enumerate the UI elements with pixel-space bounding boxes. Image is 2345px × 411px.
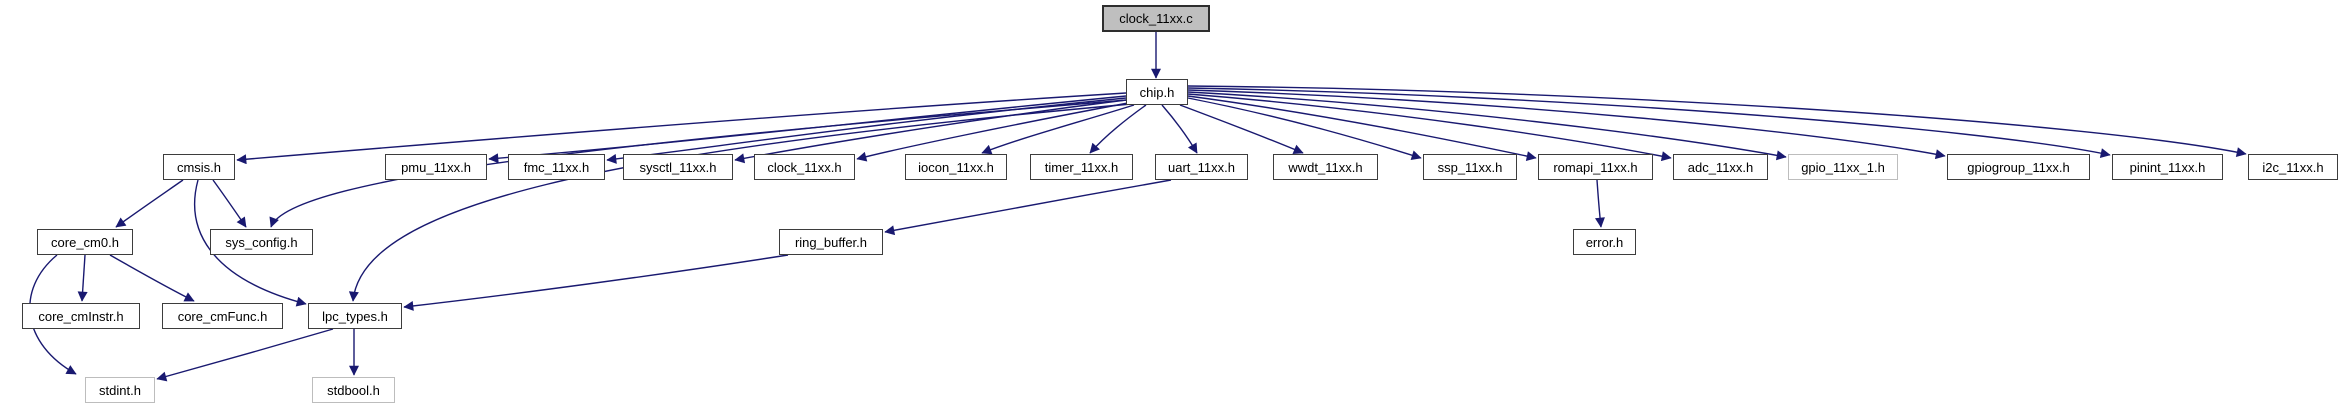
node-adc_11xx_h[interactable]: adc_11xx.h <box>1673 154 1768 180</box>
edge-romapi_11xx_h-to-error_h <box>1595 179 1605 228</box>
edge-chip_h-to-i2c_11xx_h <box>1187 85 2247 158</box>
edge-cmsis_h-to-sys_config_h <box>212 179 247 228</box>
edge-chip_h-to-pinint_11xx_h <box>1187 87 2111 158</box>
node-iocon_11xx_h[interactable]: iocon_11xx.h <box>905 154 1007 180</box>
node-uart_11xx_h[interactable]: uart_11xx.h <box>1155 154 1248 180</box>
edge-chip_h-to-romapi_11xx_h <box>1187 95 1537 161</box>
edge-chip_h-to-adc_11xx_h <box>1187 93 1672 162</box>
edge-chip_h-to-cmsis_h <box>236 92 1127 165</box>
node-wwdt_11xx_h[interactable]: wwdt_11xx.h <box>1273 154 1378 180</box>
node-pinint_11xx_h[interactable]: pinint_11xx.h <box>2112 154 2223 180</box>
node-timer_11xx_h[interactable]: timer_11xx.h <box>1030 154 1133 180</box>
node-core_cmInstr_h[interactable]: core_cmInstr.h <box>22 303 140 329</box>
edge-chip_h-to-uart_11xx_h <box>1161 104 1198 154</box>
node-pmu_11xx_h[interactable]: pmu_11xx.h <box>385 154 487 180</box>
edge-uart_11xx_h-to-ring_buffer_h <box>884 179 1172 236</box>
edge-cmsis_h-to-core_cm0_h <box>115 179 184 228</box>
edge-chip_h-to-iocon_11xx_h <box>981 104 1135 155</box>
node-ring_buffer_h[interactable]: ring_buffer.h <box>779 229 883 255</box>
node-error_h[interactable]: error.h <box>1573 229 1636 255</box>
node-stdbool_h[interactable]: stdbool.h <box>312 377 395 403</box>
node-cmsis_h[interactable]: cmsis.h <box>163 154 235 180</box>
node-fmc_11xx_h[interactable]: fmc_11xx.h <box>508 154 605 180</box>
edge-chip_h-to-gpio_11xx_1_h <box>1187 91 1787 161</box>
edge-chip_h-to-gpiogroup_11xx_h <box>1187 89 1946 160</box>
node-romapi_11xx_h[interactable]: romapi_11xx.h <box>1538 154 1653 180</box>
node-stdint_h[interactable]: stdint.h <box>85 377 155 403</box>
node-core_cm0_h[interactable]: core_cm0.h <box>37 229 133 255</box>
edge-core_cm0_h-to-core_cmInstr_h <box>77 254 88 302</box>
node-chip_h[interactable]: chip.h <box>1126 79 1188 105</box>
node-sys_config_h[interactable]: sys_config.h <box>210 229 313 255</box>
edge-chip_h-to-ssp_11xx_h <box>1187 97 1422 160</box>
node-i2c_11xx_h[interactable]: i2c_11xx.h <box>2248 154 2338 180</box>
node-clock_11xx_c[interactable]: clock_11xx.c <box>1102 5 1210 32</box>
node-sysctl_11xx_h[interactable]: sysctl_11xx.h <box>623 154 733 180</box>
node-core_cmFunc_h[interactable]: core_cmFunc.h <box>162 303 283 329</box>
edge-chip_h-to-clock_11xx_h <box>856 102 1129 162</box>
edge-chip_h-to-timer_11xx_h <box>1089 104 1147 154</box>
edge-core_cm0_h-to-core_cmFunc_h <box>109 254 195 302</box>
edge-chip_h-to-wwdt_11xx_h <box>1179 104 1304 154</box>
node-gpio_11xx_1_h[interactable]: gpio_11xx_1.h <box>1788 154 1898 180</box>
edge-chip_h-to-lpc_types_h <box>348 103 1132 302</box>
node-clock_11xx_h[interactable]: clock_11xx.h <box>754 154 855 180</box>
node-gpiogroup_11xx_h[interactable]: gpiogroup_11xx.h <box>1947 154 2090 180</box>
node-ssp_11xx_h[interactable]: ssp_11xx.h <box>1423 154 1517 180</box>
edge-lpc_types_h-to-stdint_h <box>156 328 334 382</box>
edge-ring_buffer_h-to-lpc_types_h <box>403 254 789 311</box>
node-lpc_types_h[interactable]: lpc_types.h <box>308 303 402 329</box>
